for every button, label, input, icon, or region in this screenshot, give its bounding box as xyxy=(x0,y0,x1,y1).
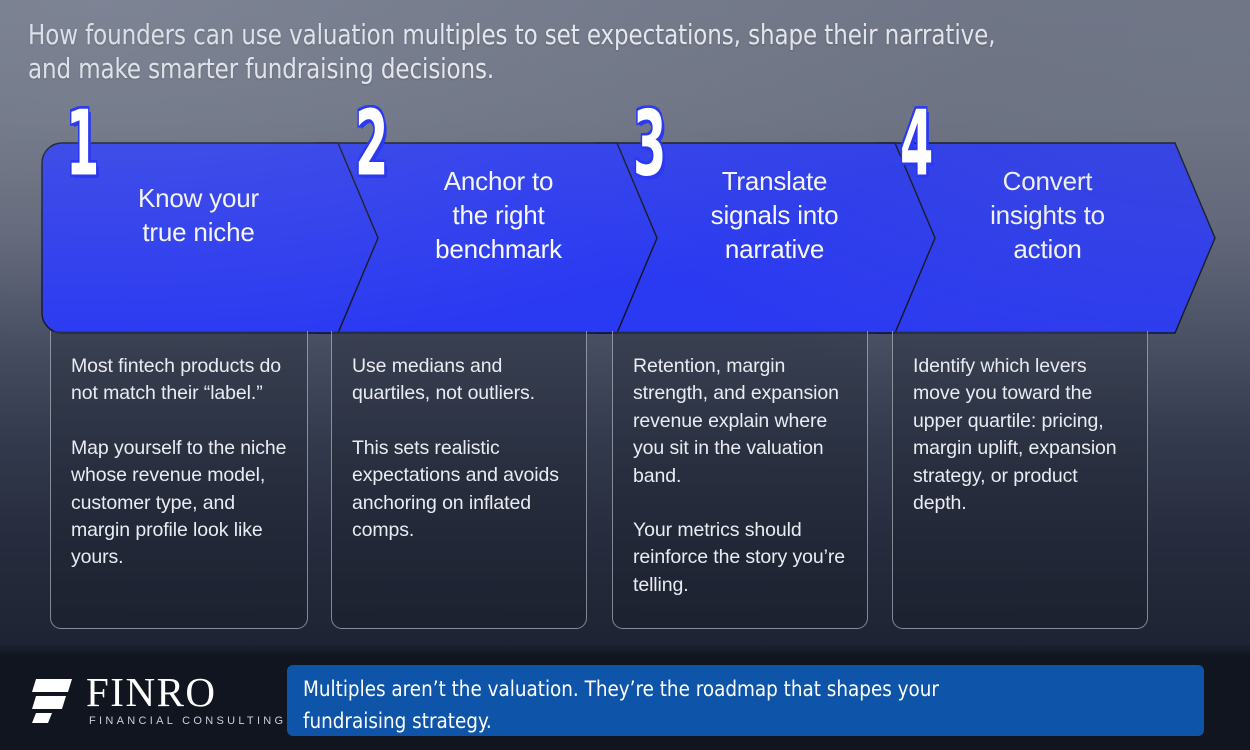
step-card-4-para-1: Identify which levers move you toward th… xyxy=(913,355,1117,515)
footer-fade xyxy=(0,643,1250,657)
step-title-2: Anchor to the right benchmark xyxy=(435,166,562,264)
step-number-1: 1 xyxy=(66,90,100,196)
finro-logo-subtitle: FINANCIAL CONSULTING xyxy=(89,715,287,727)
step-number-3: 3 xyxy=(633,90,667,196)
step-title-1: Know your true niche xyxy=(137,183,260,247)
finro-logo-mark-icon xyxy=(32,679,72,723)
key-takeaway-text: Multiples aren’t the valuation. They’re … xyxy=(303,677,939,734)
step-card-1: Most fintech products do not match their… xyxy=(50,331,308,629)
chevron-titles: Know your true niche Anchor to the right… xyxy=(0,95,1250,335)
finro-logo-wordmark: FINRO FINANCIAL CONSULTING xyxy=(86,671,286,727)
step-card-2-para-1: Use medians and quartiles, not outliers. xyxy=(352,355,535,405)
step-card-1-para-2: Map yourself to the niche whose revenue … xyxy=(71,436,287,569)
step-card-3: Retention, margin strength, and expansio… xyxy=(612,331,868,629)
steps-chevron-band: Know your true niche Anchor to the right… xyxy=(0,95,1250,335)
step-card-3-para-1: Retention, margin strength, and expansio… xyxy=(633,355,839,487)
step-number-2: 2 xyxy=(355,90,389,196)
step-card-1-para-1: Most fintech products do not match their… xyxy=(71,355,282,405)
finro-logo: FINRO FINANCIAL CONSULTING xyxy=(30,671,286,727)
finro-logo-name: FINRO xyxy=(86,669,217,715)
step-card-4: Identify which levers move you toward th… xyxy=(892,331,1148,629)
key-takeaway-banner: Multiples aren’t the valuation. They’re … xyxy=(287,665,1204,736)
step-detail-cards: Most fintech products do not match their… xyxy=(0,331,1250,631)
step-title-4: Convert insights to action xyxy=(990,166,1105,264)
page-title: How founders can use valuation multiples… xyxy=(28,19,996,85)
step-number-4: 4 xyxy=(900,90,934,196)
step-card-2-para-2: This sets realistic expectations and avo… xyxy=(352,436,559,542)
step-card-3-para-2: Your metrics should reinforce the story … xyxy=(633,519,845,596)
step-title-3: Translate signals into narrative xyxy=(710,166,839,264)
footer-bar: FINRO FINANCIAL CONSULTING Multiples are… xyxy=(0,643,1250,750)
chevron-shapes xyxy=(41,142,1216,334)
step-card-2: Use medians and quartiles, not outliers.… xyxy=(331,331,587,629)
